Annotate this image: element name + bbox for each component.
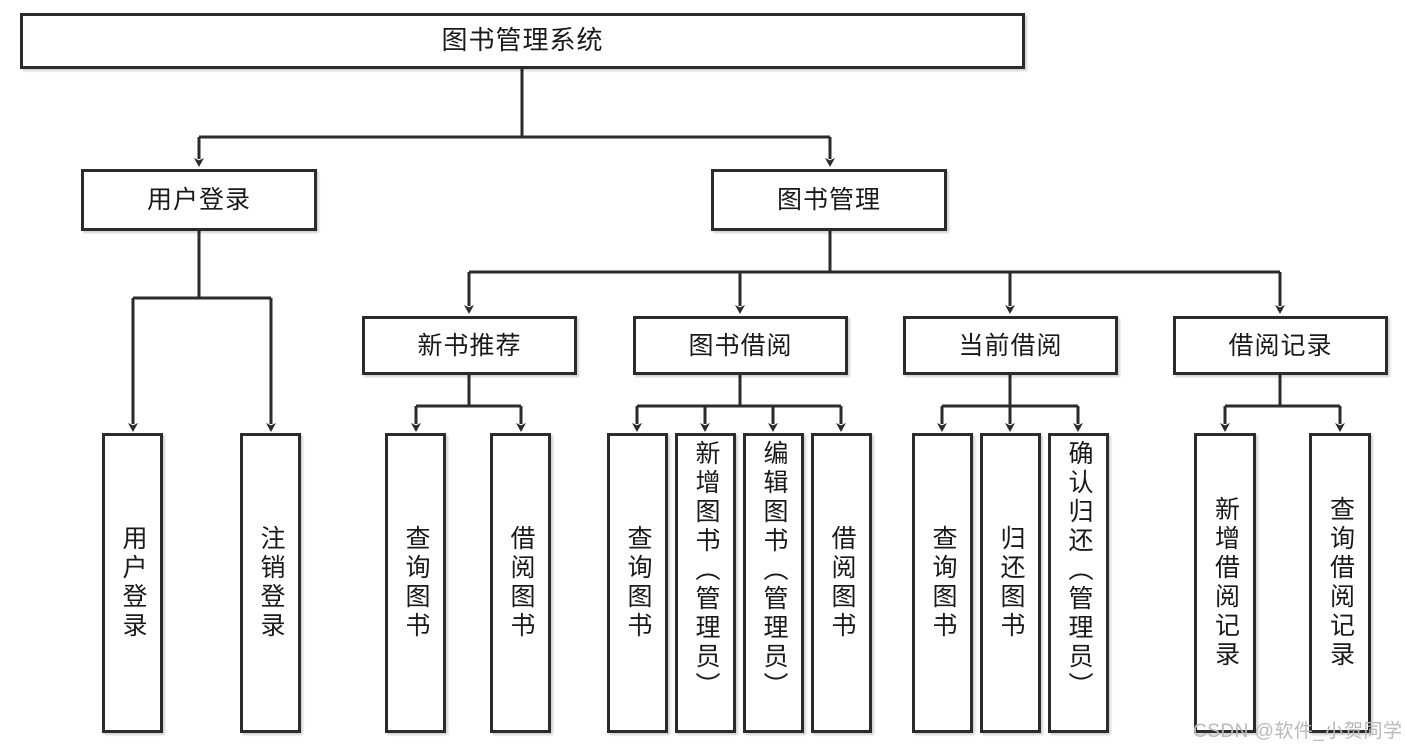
- node-label: 注销登录: [257, 525, 285, 641]
- leaf-query-book-current[interactable]: 查询图书: [912, 433, 973, 733]
- node-label: 当前借阅: [958, 331, 1063, 360]
- node-label: 用户登录: [119, 525, 147, 641]
- node-label: 查询图书: [402, 525, 430, 641]
- node-book-borrow[interactable]: 图书借阅: [633, 316, 848, 375]
- node-current-borrow[interactable]: 当前借阅: [903, 316, 1118, 375]
- node-label: 新增图书（管理员）: [692, 440, 720, 701]
- node-label: 借阅图书: [828, 525, 856, 641]
- leaf-borrow-book[interactable]: 借阅图书: [811, 433, 872, 733]
- node-label: 新增借阅记录: [1211, 496, 1240, 670]
- node-label: 确认归还（管理员）: [1065, 440, 1093, 701]
- leaf-query-borrow-record[interactable]: 查询借阅记录: [1309, 433, 1371, 733]
- node-label: 新书推荐: [417, 331, 522, 360]
- node-label: 归还图书: [997, 525, 1025, 641]
- leaf-add-borrow-record[interactable]: 新增借阅记录: [1194, 433, 1256, 733]
- node-label: 借阅图书: [507, 525, 535, 641]
- node-label: 借阅记录: [1228, 331, 1333, 360]
- node-borrow-record[interactable]: 借阅记录: [1173, 316, 1388, 375]
- node-label: 查询图书: [929, 525, 957, 641]
- leaf-user-login[interactable]: 用户登录: [102, 433, 163, 733]
- leaf-edit-book-admin[interactable]: 编辑图书（管理员）: [743, 433, 804, 733]
- leaf-return-book[interactable]: 归还图书: [980, 433, 1041, 733]
- node-new-book-recommend[interactable]: 新书推荐: [362, 316, 577, 375]
- leaf-confirm-return-admin[interactable]: 确认归还（管理员）: [1048, 433, 1109, 733]
- node-label: 查询图书: [624, 525, 652, 641]
- node-label: 图书借阅: [688, 331, 793, 360]
- node-label: 图书管理系统: [441, 25, 604, 56]
- node-user-login[interactable]: 用户登录: [81, 169, 317, 231]
- node-root-system[interactable]: 图书管理系统: [20, 13, 1025, 69]
- leaf-borrow-book-recommend[interactable]: 借阅图书: [490, 433, 551, 733]
- node-label: 编辑图书（管理员）: [760, 440, 788, 701]
- leaf-query-book-recommend[interactable]: 查询图书: [385, 433, 446, 733]
- leaf-add-book-admin[interactable]: 新增图书（管理员）: [675, 433, 736, 733]
- leaf-query-book-borrow[interactable]: 查询图书: [607, 433, 668, 733]
- node-label: 图书管理: [776, 186, 881, 214]
- node-label: 查询借阅记录: [1326, 496, 1355, 670]
- watermark: CSDN @软件_小贺同学: [1193, 721, 1403, 742]
- node-label: 用户登录: [146, 186, 251, 214]
- node-book-manage[interactable]: 图书管理: [711, 169, 947, 231]
- leaf-logout-login[interactable]: 注销登录: [240, 433, 301, 733]
